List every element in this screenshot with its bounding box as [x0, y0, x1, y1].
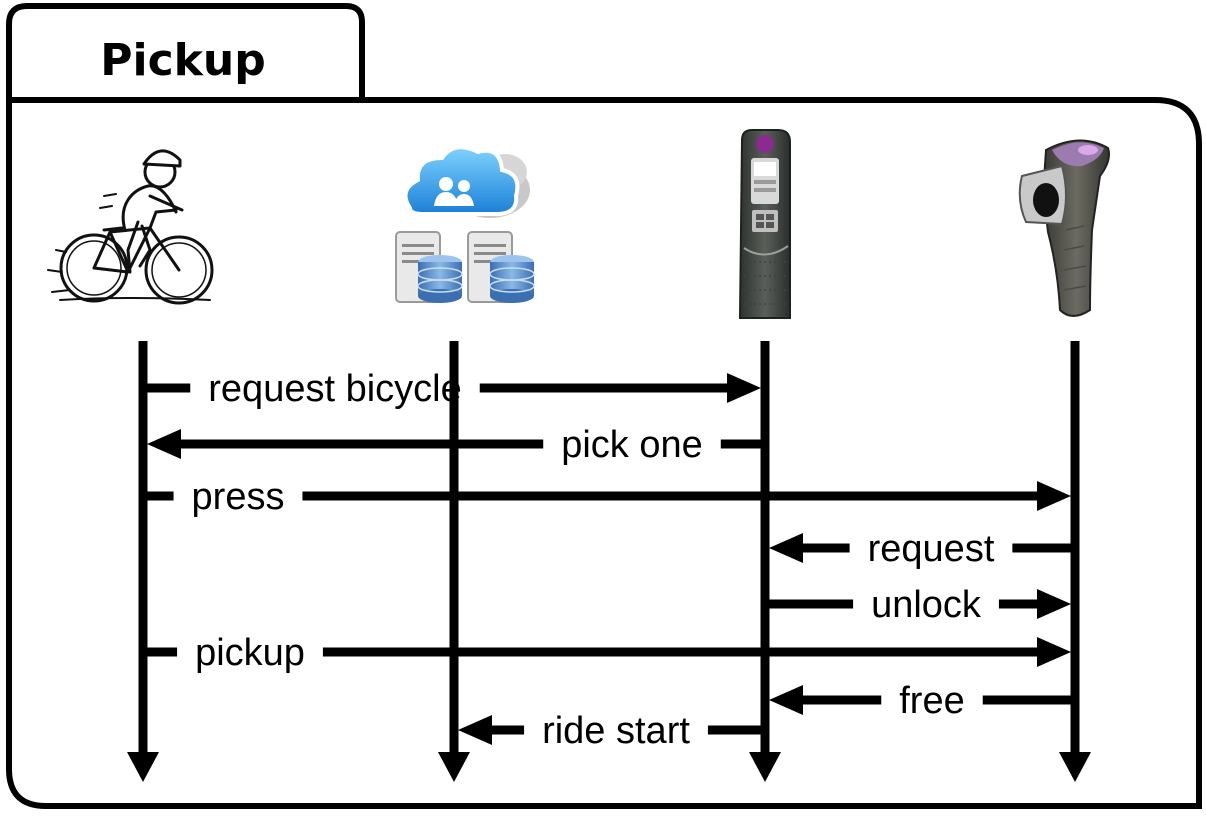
cyclist-icon — [47, 149, 214, 305]
frame: Pickup — [6, 3, 1202, 809]
message-label: press — [192, 476, 285, 518]
message-arrow: pick one — [147, 424, 761, 466]
lifeline-kiosk — [749, 341, 781, 782]
station-kiosk-icon — [738, 129, 791, 319]
lifeline-dock — [1059, 341, 1091, 782]
lifelines — [127, 341, 1091, 782]
message-label: request bicycle — [208, 368, 461, 410]
message-arrow: request bicycle — [147, 368, 761, 410]
frame-body — [6, 97, 1202, 809]
lifeline-cloud — [438, 341, 470, 782]
message-label: pickup — [195, 632, 305, 674]
title-tab — [6, 3, 365, 100]
message-arrow: ride start — [458, 710, 761, 752]
message-label: pick one — [561, 424, 703, 466]
message-arrow: pickup — [147, 632, 1071, 674]
bike-dock-icon — [1018, 139, 1110, 317]
frame-title: Pickup — [100, 35, 266, 86]
message-label: unlock — [871, 584, 982, 626]
message-arrow: press — [147, 476, 1071, 518]
cloud-server-icon — [395, 145, 535, 303]
message-arrow: request — [769, 528, 1071, 570]
message-label: free — [899, 680, 964, 722]
message-label: request — [868, 528, 995, 570]
message-label: ride start — [542, 710, 690, 752]
lifeline-rider — [127, 341, 159, 782]
message-arrow: unlock — [769, 584, 1071, 626]
messages: request bicycle pick one press request unloc… — [147, 368, 1071, 752]
message-arrow: free — [769, 680, 1071, 722]
